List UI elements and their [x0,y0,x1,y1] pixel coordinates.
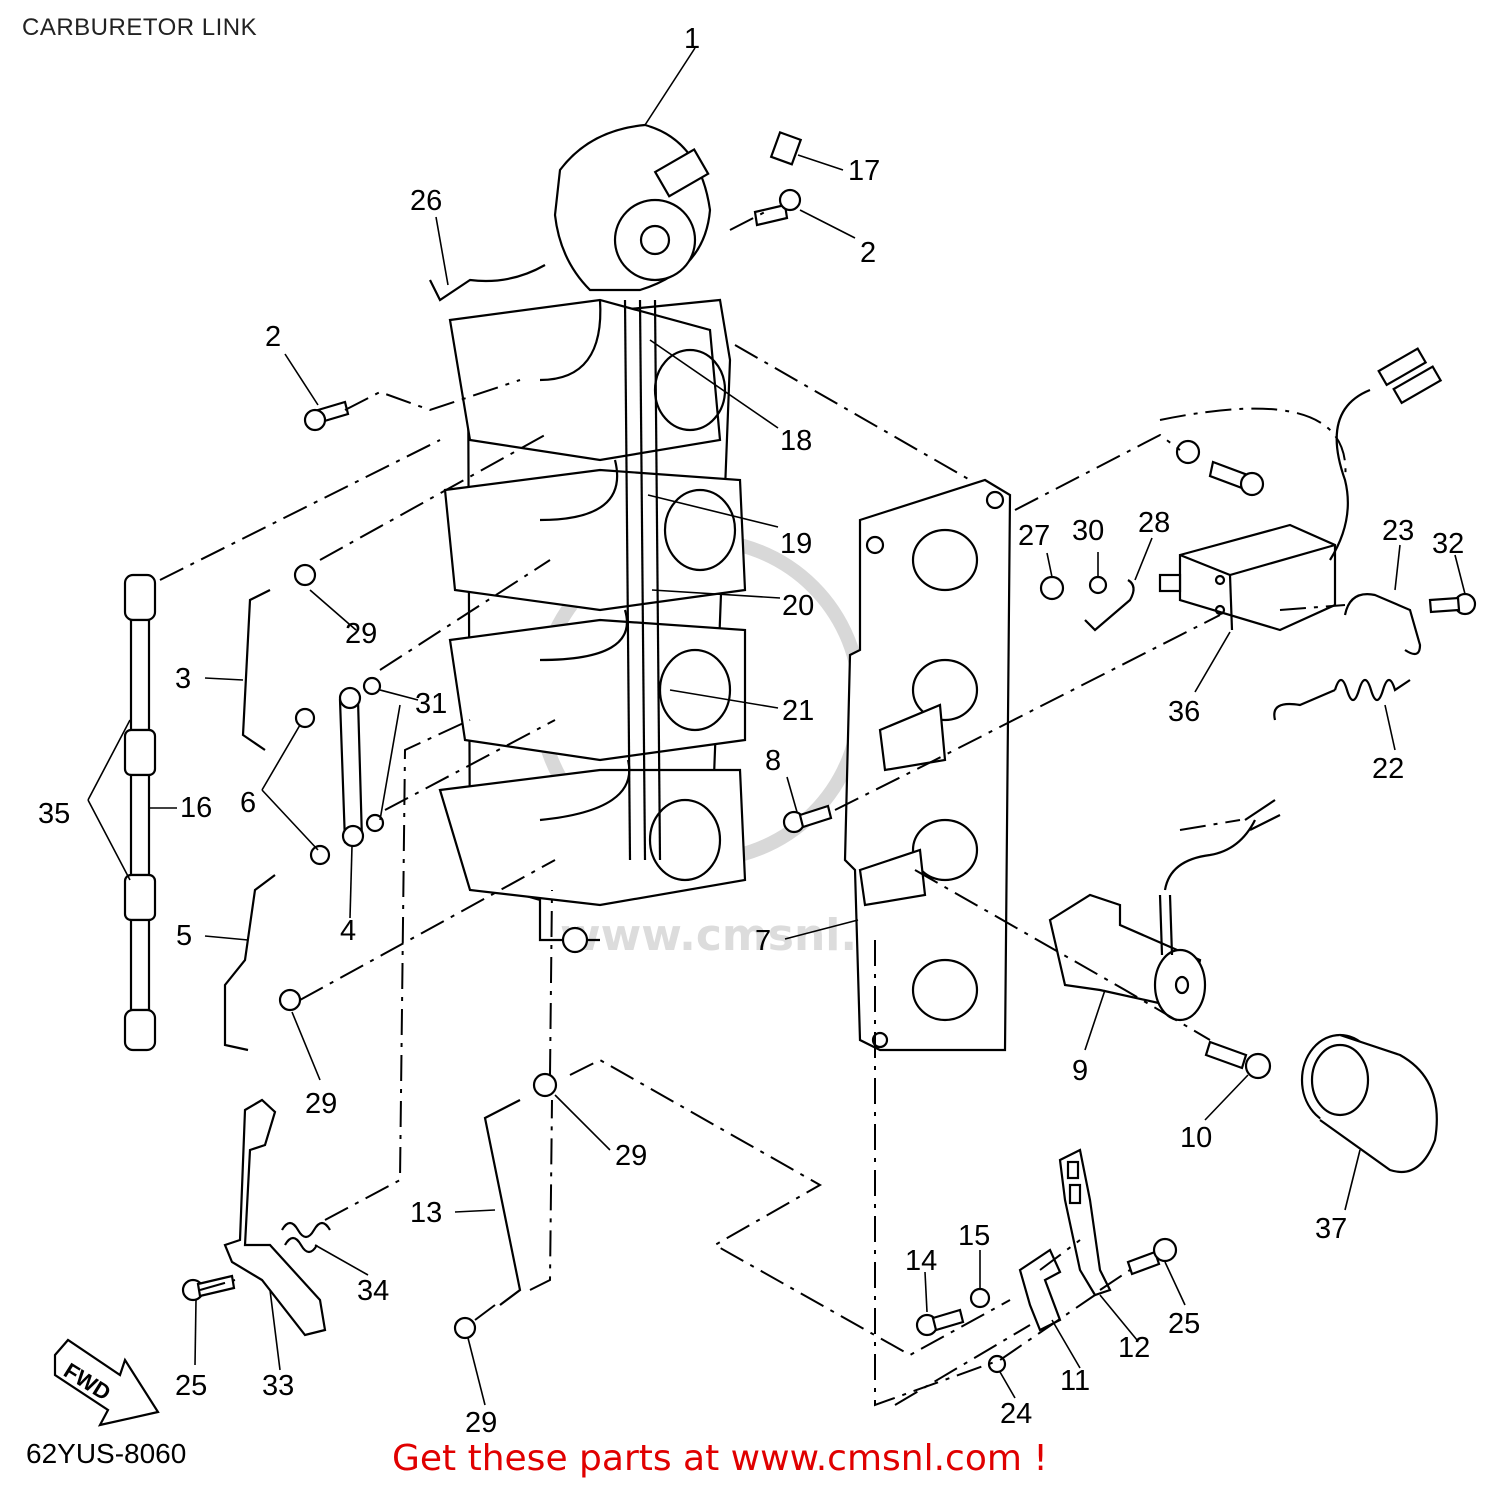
part-4-link [338,686,365,848]
callout-25: 25 [1168,1308,1200,1340]
part-34-spring [281,1221,331,1254]
part-29-joint-d [453,1316,477,1340]
callout-15: 15 [958,1220,990,1252]
callout-20: 20 [782,590,814,622]
diagram-title: CARBURETOR LINK [22,14,258,41]
connector-top [1377,347,1428,387]
assembly-lines [159,211,1347,1407]
part-28-spring [1084,579,1135,632]
part-25-screw-right [1126,1237,1178,1276]
callout-29: 29 [615,1140,647,1172]
carburetor-stack [438,298,747,954]
callout-34: 34 [357,1275,389,1307]
callout-17: 17 [848,155,880,187]
part-9-solenoid-cylinder [1048,893,1207,1022]
callout-9: 9 [1072,1055,1088,1087]
callout-23: 23 [1382,515,1414,547]
part-27-nut [1039,575,1065,601]
callout-35: 35 [38,798,70,830]
right-wire [1163,819,1256,891]
callout-6: 6 [240,787,256,819]
callout-16: 16 [180,792,212,824]
part-29-joint-c [532,1072,558,1098]
right-connector [1244,799,1281,831]
callout-11: 11 [1060,1365,1090,1397]
callout-22: 22 [1372,753,1404,785]
callout-14: 14 [905,1245,937,1277]
diagram-code: 62YUS-8060 [26,1438,187,1469]
callout-24: 24 [1000,1398,1032,1430]
callout-10: 10 [1180,1122,1212,1154]
callout-19: 19 [780,528,812,560]
callout-25: 25 [175,1370,207,1402]
callout-2: 2 [265,321,281,353]
callout-33: 33 [262,1370,294,1402]
callout-28: 28 [1138,507,1170,539]
part-14-screw [915,1308,965,1337]
part-15-washer [969,1287,991,1309]
part-1-throttle-sensor [553,123,712,292]
callout-29: 29 [305,1088,337,1120]
callout-32: 32 [1432,528,1464,560]
part-31-washer-bottom [365,813,385,833]
part-29-joint-b [278,988,302,1012]
callout-1: 1 [684,23,700,55]
solenoid-wire [1329,388,1371,561]
part-16-link-rod [123,573,157,1052]
callout-7: 7 [755,925,771,957]
callout-2: 2 [860,237,876,269]
part-29-joint-a [293,563,317,587]
part-6-joint-top [294,707,316,729]
callout-8: 8 [765,745,781,777]
callout-31: 31 [415,688,447,720]
part-8-screw [782,804,833,834]
callout-5: 5 [176,920,192,952]
part-30-washer [1088,575,1108,595]
part-31-washer-top [362,676,382,696]
part-26-link [429,264,546,302]
callouts: 1 17 2 26 2 18 19 20 21 29 3 31 35 16 6 … [38,23,1464,1439]
part-22-spring [1273,678,1411,721]
part-33-lever [223,1098,327,1337]
callout-26: 26 [410,185,442,217]
part-6-joint-bottom [309,844,331,866]
callout-3: 3 [175,663,191,695]
callout-36: 36 [1168,696,1200,728]
part-2-screw [753,188,802,227]
connector-top-2 [1392,365,1443,405]
part-13-rod [483,1099,522,1306]
part-23-bracket [1343,593,1422,656]
part-12-bracket [1058,1148,1112,1297]
bolt-head-upper-right [1239,471,1265,497]
callout-29: 29 [465,1407,497,1439]
callout-21: 21 [782,695,814,727]
callout-30: 30 [1072,515,1104,547]
part-37-cap [1300,1033,1438,1174]
nut-upper-right [1175,439,1201,465]
callout-4: 4 [340,915,356,947]
callout-12: 12 [1118,1332,1150,1364]
part-36-solenoid [1158,523,1337,632]
leader-lines [87,47,1466,1406]
part-5-rod [223,874,276,1052]
callout-29: 29 [345,618,377,650]
promo-link-text[interactable]: Get these parts at www.cmsnl.com ! [392,1438,1048,1479]
part-10-screw [1204,1040,1272,1080]
callout-13: 13 [410,1197,442,1229]
bolt-upper-right [1208,460,1247,490]
callout-37: 37 [1315,1213,1347,1245]
callout-18: 18 [780,425,812,457]
part-11-link [1018,1248,1062,1332]
part-32-screw [1428,592,1477,616]
callout-27: 27 [1018,520,1050,552]
part-3-rod [241,589,271,751]
part-2-screw-left [303,400,350,432]
part-17-fitting [769,130,803,166]
fwd-arrow-icon: FWD [53,1338,160,1427]
part-7-plate [843,478,1012,1052]
